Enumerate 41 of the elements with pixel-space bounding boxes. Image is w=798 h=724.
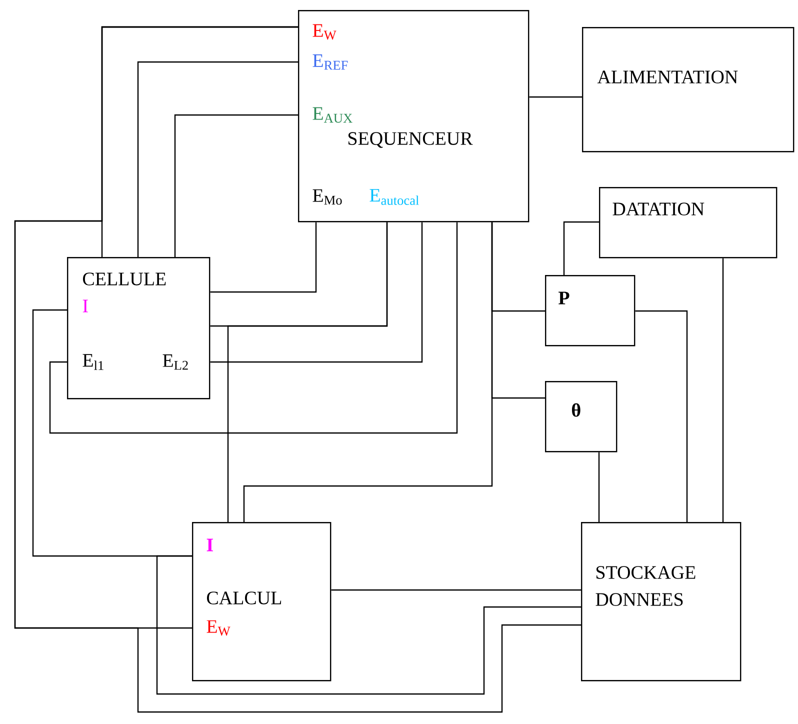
block-title: E$_{L2}$	[162, 354, 188, 370]
wire	[529, 96, 582, 98]
wire	[331, 589, 581, 591]
signal-label: E$_{AUX}$	[312, 107, 352, 123]
wire	[227, 222, 388, 522]
wire	[722, 258, 724, 522]
signal-label: E$_{W}$	[206, 620, 230, 636]
signal-label: E$_{REF}$	[312, 54, 348, 70]
signal-label: E$_{Mo}$	[312, 189, 342, 205]
signal-label: E$_{W}$	[312, 24, 336, 40]
block-title: θ	[572, 403, 580, 417]
wire	[210, 222, 423, 363]
signal-label: E$_{l1}$	[82, 354, 104, 370]
block	[582, 27, 794, 152]
wire	[635, 310, 688, 522]
block-title: CALCUL	[206, 592, 282, 604]
block-title: STOCKAGE DONNEES	[596, 566, 696, 606]
wire	[156, 555, 581, 695]
block	[599, 187, 778, 258]
wire	[210, 222, 317, 293]
block	[298, 10, 530, 222]
block	[192, 522, 332, 682]
wire	[174, 114, 298, 257]
block-title: ALIMENTATION	[597, 70, 738, 84]
block-title: CELLULE	[82, 272, 166, 286]
block	[581, 522, 742, 682]
block	[545, 381, 618, 452]
signal-label: I	[206, 538, 213, 552]
wire	[563, 221, 599, 275]
signal-label: I	[82, 300, 88, 312]
block-title: P	[558, 292, 570, 304]
block	[67, 257, 210, 400]
wire	[137, 61, 298, 257]
wire	[49, 222, 458, 434]
signal-label: E$_{autocal}$	[370, 189, 419, 205]
block	[545, 275, 636, 346]
block-title: SEQUENCEUR	[348, 132, 473, 148]
wire	[243, 222, 493, 522]
wire	[14, 26, 581, 713]
wire	[598, 452, 600, 522]
block-title: DATATION	[612, 202, 704, 216]
